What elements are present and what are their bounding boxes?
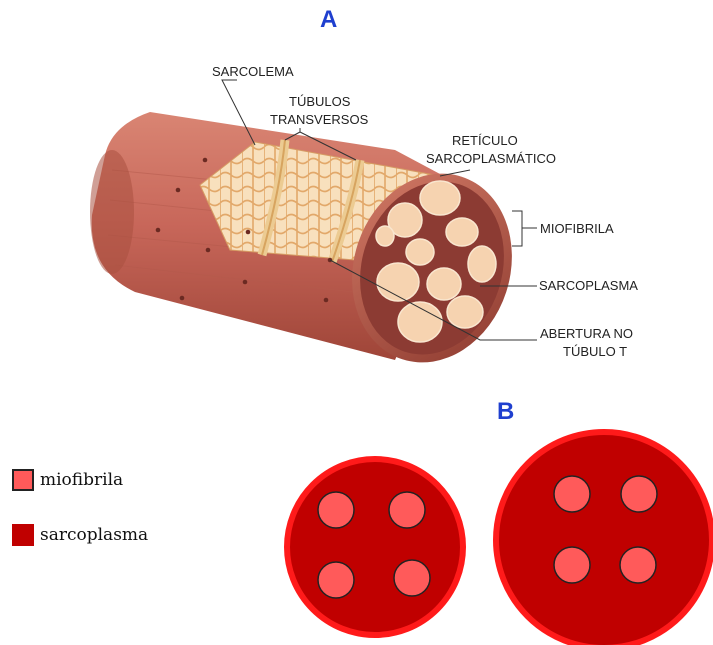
legend-label-miofibrila: miofibrila [40, 470, 123, 490]
label-abertura-line2: TÚBULO T [563, 344, 627, 359]
myofibril-circle [389, 492, 425, 528]
label-miofibrila: MIOFIBRILA [540, 221, 614, 236]
legend-item-miofibrila: miofibrila [12, 469, 123, 491]
myofibril-circle [394, 560, 430, 596]
myofibril-circle [554, 476, 590, 512]
fiber-large [496, 432, 712, 645]
label-reticulo-line1: RETÍCULO [452, 133, 518, 148]
label-sarcoplasma: SARCOPLASMA [539, 278, 638, 293]
label-abertura-line1: ABERTURA NO [540, 326, 633, 341]
label-sarcolema: SARCOLEMA [212, 64, 294, 79]
label-tubulos-line1: TÚBULOS [289, 94, 351, 109]
myofibril-circle [554, 547, 590, 583]
myofibril-circle [318, 562, 354, 598]
myofibril-circle [621, 476, 657, 512]
label-reticulo-line2: SARCOPLASMÁTICO [426, 151, 556, 166]
legend-item-sarcoplasma: sarcoplasma [12, 524, 148, 546]
fiber-small [287, 459, 463, 635]
legend-swatch-miofibrila [12, 469, 34, 491]
legend-label-sarcoplasma: sarcoplasma [40, 525, 148, 545]
legend-swatch-sarcoplasma [12, 524, 34, 546]
myofibril-circle [620, 547, 656, 583]
label-tubulos-line2: TRANSVERSOS [270, 112, 369, 127]
myofibril-circle [318, 492, 354, 528]
